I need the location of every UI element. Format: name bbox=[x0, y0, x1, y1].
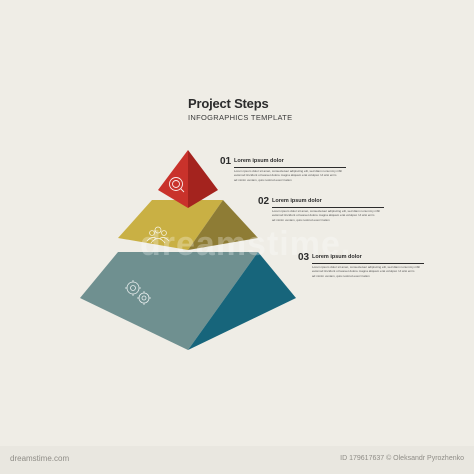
page-subtitle: INFOGRAPHICS TEMPLATE bbox=[188, 113, 293, 122]
pyramid-tier-1-right-face bbox=[188, 150, 218, 208]
step-body: Lorem ipsum dolor sit amet, consectetuer… bbox=[312, 265, 420, 278]
step-number: 03 bbox=[298, 252, 310, 263]
step-divider bbox=[234, 167, 346, 168]
watermark-footer: dreamstime.com ID 179617637 © Oleksandr … bbox=[0, 446, 474, 474]
step-title: Lorem ipsum dolor bbox=[312, 254, 362, 260]
pyramid-tier-3-left-face bbox=[80, 252, 258, 350]
step-body-line: euismod tincidunt ut laoreet dolore magn… bbox=[312, 269, 415, 274]
step-body-line: euismod tincidunt ut laoreet dolore magn… bbox=[234, 173, 337, 178]
step-body-line: Lorem ipsum dolor sit amet, consectetuer… bbox=[234, 169, 343, 173]
watermark-id: ID 179617637 © Oleksandr Pyrozhenko bbox=[340, 455, 464, 462]
magnifier-icon bbox=[169, 177, 185, 193]
step-body: Lorem ipsum dolor sit amet, consectetuer… bbox=[272, 209, 380, 222]
pyramid-tier-3-right-face bbox=[188, 252, 296, 350]
step-body: Lorem ipsum dolor sit amet, consectetuer… bbox=[234, 169, 342, 182]
step-body-line: ad minim veniam, quis nostrud exerci tat… bbox=[272, 217, 330, 222]
step-divider bbox=[272, 207, 384, 208]
step-body-line: Lorem ipsum dolor sit amet, consectetuer… bbox=[312, 265, 421, 269]
step-divider bbox=[312, 263, 424, 264]
watermark-logo: dreamstime.com bbox=[10, 454, 70, 463]
pyramid-tier-2-right-face bbox=[188, 200, 258, 250]
pyramid-tier-1-left-face bbox=[158, 150, 188, 208]
step-title: Lorem ipsum dolor bbox=[234, 158, 284, 164]
step-title: Lorem ipsum dolor bbox=[272, 198, 322, 204]
step-number: 02 bbox=[258, 196, 270, 207]
step-body-line: Lorem ipsum dolor sit amet, consectetuer… bbox=[272, 209, 381, 213]
page-title: Project Steps bbox=[188, 96, 269, 111]
step-body-line: euismod tincidunt ut laoreet dolore magn… bbox=[272, 213, 375, 218]
watermark-text: dreamstime. bbox=[140, 225, 352, 263]
step-body-line: ad minim veniam, quis nostrud exerci tat… bbox=[234, 177, 292, 182]
gears-icon bbox=[125, 280, 151, 305]
step-body-line: ad minim veniam, quis nostrud exerci tat… bbox=[312, 273, 370, 278]
team-icon bbox=[146, 226, 170, 244]
step-number: 01 bbox=[220, 156, 232, 167]
